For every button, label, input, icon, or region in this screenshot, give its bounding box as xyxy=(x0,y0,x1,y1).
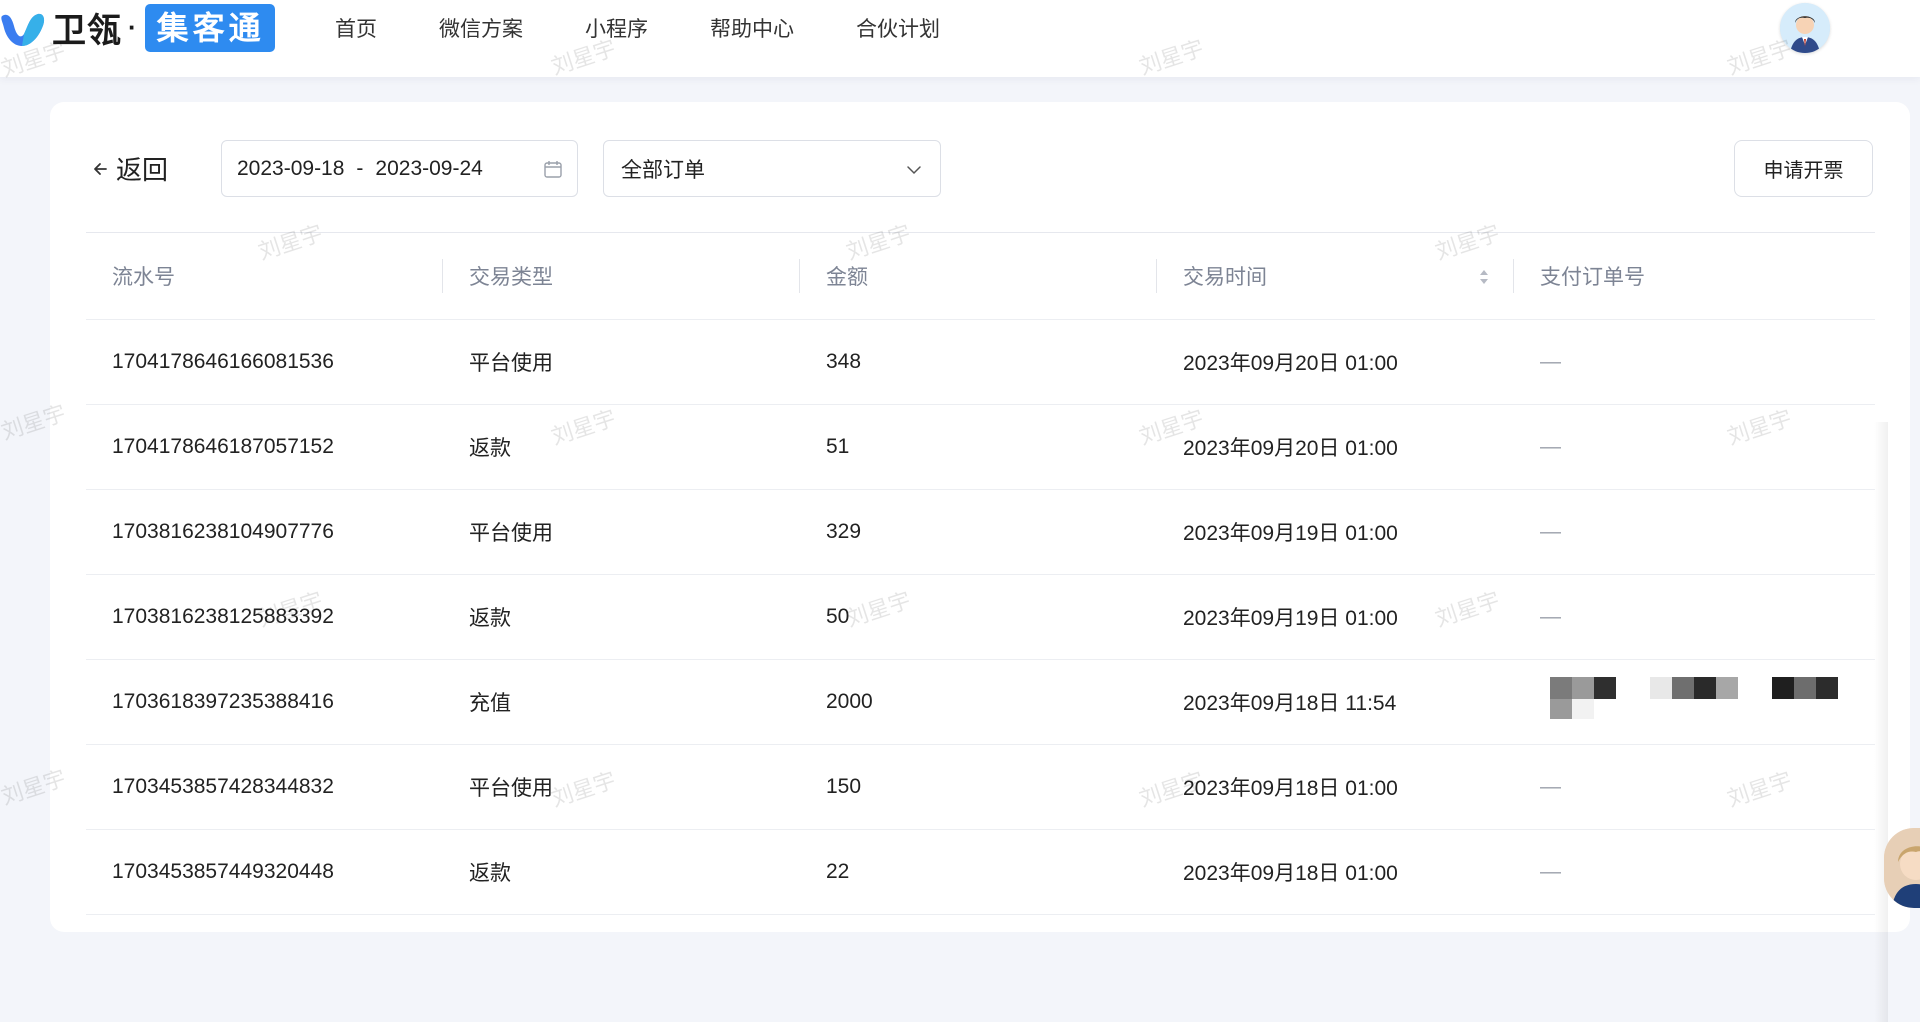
cell-type: 平台使用 xyxy=(469,352,553,375)
chevron-down-icon xyxy=(907,166,921,175)
table-header: 流水号 交易类型 金额 交易时间 支付订单号 xyxy=(86,232,1875,320)
cell-time: 2023年09月18日 01:00 xyxy=(1183,777,1398,800)
cell-pay-order: — xyxy=(1540,775,1561,798)
product-name: 集客通 xyxy=(144,3,275,52)
sort-icon[interactable] xyxy=(1478,266,1490,288)
nav-item-mini-program[interactable]: 小程序 xyxy=(585,17,648,41)
cell-amount: 348 xyxy=(826,350,862,373)
cell-amount: 150 xyxy=(826,775,862,798)
column-divider xyxy=(1156,259,1157,293)
calendar-icon xyxy=(544,161,562,178)
table-row[interactable]: 1703816238125883392 返款 50 2023年09月19日 01… xyxy=(86,575,1875,660)
cell-serial: 1703453857428344832 xyxy=(112,775,334,798)
column-header-type: 交易类型 xyxy=(443,232,800,320)
cell-pay-order-redacted xyxy=(1514,671,1875,733)
brand-logo-icon xyxy=(1,13,45,46)
cell-serial: 1703453857449320448 xyxy=(112,860,334,883)
apply-invoice-button[interactable]: 申请开票 xyxy=(1734,140,1873,197)
cell-serial: 1703816238104907776 xyxy=(112,520,334,543)
brand-name: 卫瓴 xyxy=(52,12,122,50)
date-separator: - xyxy=(356,156,364,180)
back-label: 返回 xyxy=(116,155,169,185)
back-button[interactable]: 返回 xyxy=(90,150,168,187)
main-nav: 首页 微信方案 小程序 帮助中心 合伙计划 xyxy=(335,0,1002,55)
cell-pay-order: — xyxy=(1540,350,1561,373)
nav-item-wechat-solution[interactable]: 微信方案 xyxy=(439,17,523,41)
user-avatar[interactable] xyxy=(1780,3,1830,53)
cell-amount: 50 xyxy=(826,605,850,628)
user-avatar-icon xyxy=(1780,3,1830,53)
order-type-select[interactable]: 全部订单 xyxy=(603,140,941,197)
top-navigation-bar: 卫瓴 · 集客通 首页 微信方案 小程序 帮助中心 合伙计划 xyxy=(0,0,1920,77)
transactions-card: 返回 2023-09-18 - 2023-09-24 全部订单 申请开票 流水号… xyxy=(50,102,1910,1022)
brand-separator: · xyxy=(128,12,137,42)
table-row[interactable]: 1703453857428344832 平台使用 150 2023年09月18日… xyxy=(86,745,1875,830)
cell-type: 平台使用 xyxy=(469,777,553,800)
cell-time: 2023年09月20日 01:00 xyxy=(1183,437,1398,460)
cell-type: 返款 xyxy=(469,437,511,460)
customer-service-float-button[interactable] xyxy=(1884,828,1920,908)
column-header-serial: 流水号 xyxy=(86,232,443,320)
table-row[interactable]: 1704178646187057152 返款 51 2023年09月20日 01… xyxy=(86,405,1875,490)
cell-time: 2023年09月20日 01:00 xyxy=(1183,352,1398,375)
cell-serial: 1704178646166081536 xyxy=(112,350,334,373)
cell-amount: 2000 xyxy=(826,690,873,713)
date-range-picker[interactable]: 2023-09-18 - 2023-09-24 xyxy=(221,140,578,197)
redacted-mosaic xyxy=(1550,677,1838,719)
table-row[interactable]: 1704178646166081536 平台使用 348 2023年09月20日… xyxy=(86,320,1875,405)
cell-type: 返款 xyxy=(469,607,511,630)
nav-item-home[interactable]: 首页 xyxy=(335,17,377,41)
cell-amount: 22 xyxy=(826,860,850,883)
table-row[interactable]: 1703453857449320448 返款 22 2023年09月18日 01… xyxy=(86,830,1875,915)
column-header-time[interactable]: 交易时间 xyxy=(1157,232,1514,320)
date-end: 2023-09-24 xyxy=(375,156,483,180)
cell-pay-order: — xyxy=(1540,435,1561,458)
cell-serial: 1703618397235388416 xyxy=(112,690,334,713)
cell-pay-order: — xyxy=(1540,860,1561,883)
nav-item-partner-plan[interactable]: 合伙计划 xyxy=(856,17,940,41)
cell-type: 平台使用 xyxy=(469,522,553,545)
arrow-left-icon xyxy=(94,162,107,175)
column-divider xyxy=(1513,259,1514,293)
nav-item-help-center[interactable]: 帮助中心 xyxy=(710,17,794,41)
cell-serial: 1703816238125883392 xyxy=(112,605,334,628)
cell-time: 2023年09月18日 01:00 xyxy=(1183,862,1398,885)
cell-amount: 51 xyxy=(826,435,850,458)
cell-type: 充值 xyxy=(469,692,511,715)
cell-pay-order: — xyxy=(1540,520,1561,543)
transactions-table: 流水号 交易类型 金额 交易时间 支付订单号 xyxy=(86,232,1875,915)
cell-type: 返款 xyxy=(469,862,511,885)
column-divider xyxy=(799,259,800,293)
brand-logo[interactable]: 卫瓴 · 集客通 xyxy=(0,0,275,55)
table-scroll-shadow xyxy=(1874,422,1888,1022)
date-start: 2023-09-18 xyxy=(237,156,345,180)
cell-time: 2023年09月18日 11:54 xyxy=(1183,692,1397,715)
column-header-amount: 金额 xyxy=(800,232,1157,320)
cell-amount: 329 xyxy=(826,520,862,543)
order-type-value: 全部订单 xyxy=(621,158,705,182)
table-row[interactable]: 1703618397235388416 充值 2000 2023年09月18日 … xyxy=(86,660,1875,745)
support-agent-icon xyxy=(1884,828,1920,908)
cell-time: 2023年09月19日 01:00 xyxy=(1183,522,1398,545)
cell-pay-order: — xyxy=(1540,605,1561,628)
table-row[interactable]: 1703816238104907776 平台使用 329 2023年09月19日… xyxy=(86,490,1875,575)
cell-serial: 1704178646187057152 xyxy=(112,435,334,458)
cell-time: 2023年09月19日 01:00 xyxy=(1183,607,1398,630)
column-header-pay-order: 支付订单号 xyxy=(1540,266,1645,289)
column-divider xyxy=(442,259,443,293)
